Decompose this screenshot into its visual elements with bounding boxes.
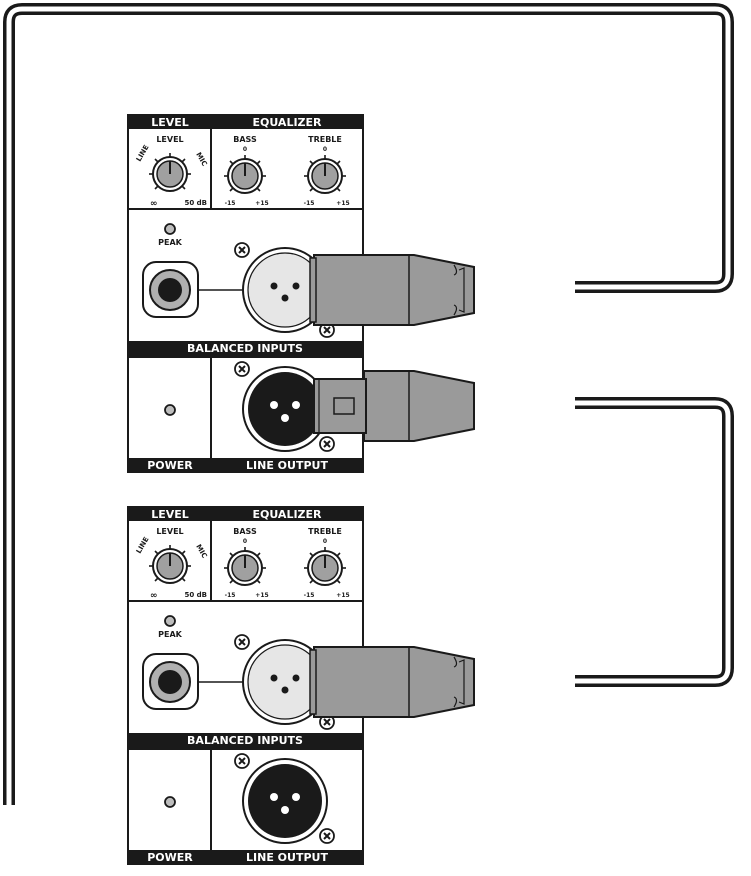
xlr-input[interactable] bbox=[242, 639, 328, 725]
screw-icon bbox=[234, 753, 250, 769]
unit-bottom: LEVEL LEVEL LINE MIC ∞ 50 dB EQUALIZER B… bbox=[127, 506, 475, 865]
equalizer-header: EQUALIZER bbox=[252, 116, 322, 129]
power-led bbox=[164, 404, 176, 416]
level-header: LEVEL bbox=[151, 508, 189, 521]
xlr-input[interactable] bbox=[242, 247, 328, 333]
treble-max: +15 bbox=[336, 200, 349, 207]
xlr-female-plug bbox=[313, 370, 475, 442]
balanced-inputs-label: BALANCED INPUTS bbox=[187, 342, 303, 355]
treble-label: TREBLE bbox=[308, 135, 342, 144]
bass-min: -15 bbox=[225, 592, 236, 599]
level-knob-label: LEVEL bbox=[156, 135, 183, 144]
peak-label: PEAK bbox=[158, 238, 183, 247]
line-output-label: LINE OUTPUT bbox=[246, 459, 328, 472]
return-cable bbox=[3, 3, 734, 805]
treble-label: TREBLE bbox=[308, 527, 342, 536]
bass-zero: 0 bbox=[243, 146, 247, 153]
xlr-output[interactable] bbox=[242, 758, 328, 844]
xlr-male-plug bbox=[309, 646, 475, 718]
equalizer-header: EQUALIZER bbox=[252, 508, 322, 521]
db-label: 50 dB bbox=[184, 591, 207, 599]
unit-top: LEVEL LEVEL LINE MIC ∞ 50 dB EQUALIZER B… bbox=[127, 114, 475, 473]
treble-min: -15 bbox=[304, 200, 315, 207]
bass-zero: 0 bbox=[243, 538, 247, 545]
screw-icon bbox=[234, 242, 250, 258]
treble-min: -15 bbox=[304, 592, 315, 599]
bass-min: -15 bbox=[225, 200, 236, 207]
line-output-label: LINE OUTPUT bbox=[246, 851, 328, 864]
treble-max: +15 bbox=[336, 592, 349, 599]
xlr-male-plug bbox=[309, 254, 475, 326]
bass-max: +15 bbox=[255, 592, 268, 599]
xlr-output[interactable] bbox=[242, 366, 328, 452]
peak-label: PEAK bbox=[158, 630, 183, 639]
screw-icon bbox=[234, 634, 250, 650]
balanced-inputs-label: BALANCED INPUTS bbox=[187, 734, 303, 747]
bass-label: BASS bbox=[233, 135, 257, 144]
treble-zero: 0 bbox=[323, 146, 327, 153]
peak-led bbox=[164, 615, 176, 627]
peak-led bbox=[164, 223, 176, 235]
link-cable bbox=[575, 397, 734, 687]
inf-label: ∞ bbox=[150, 199, 158, 209]
level-header: LEVEL bbox=[151, 116, 189, 129]
bass-max: +15 bbox=[255, 200, 268, 207]
power-label: POWER bbox=[147, 851, 193, 864]
db-label: 50 dB bbox=[184, 199, 207, 207]
treble-zero: 0 bbox=[323, 538, 327, 545]
power-led bbox=[164, 796, 176, 808]
screw-icon bbox=[319, 436, 335, 452]
bass-label: BASS bbox=[233, 527, 257, 536]
jack-input[interactable] bbox=[142, 653, 199, 710]
power-label: POWER bbox=[147, 459, 193, 472]
level-knob-label: LEVEL bbox=[156, 527, 183, 536]
jack-input[interactable] bbox=[142, 261, 199, 318]
screw-icon bbox=[234, 361, 250, 377]
inf-label: ∞ bbox=[150, 591, 158, 601]
screw-icon bbox=[319, 828, 335, 844]
